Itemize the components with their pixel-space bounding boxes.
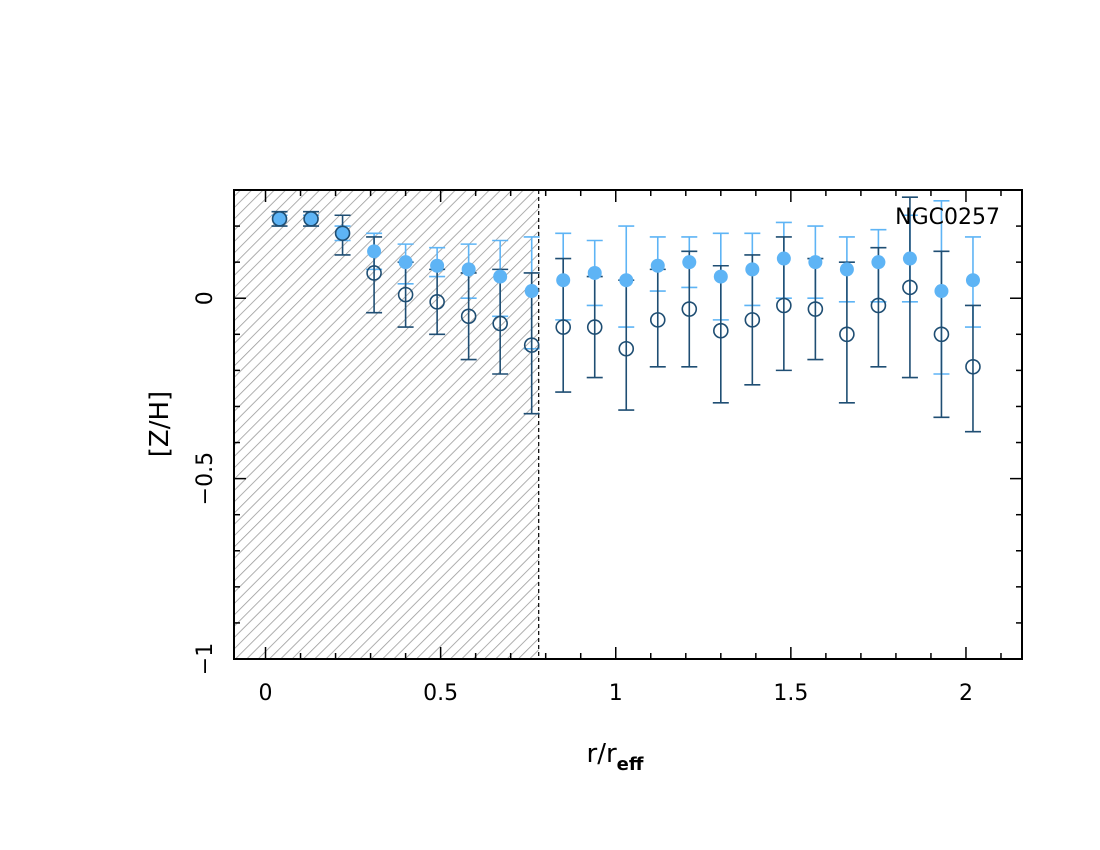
filled-data-point (713, 269, 728, 284)
x-tick-label: 0 (259, 681, 273, 706)
filled-data-point (902, 251, 917, 266)
open-data-point (807, 301, 824, 317)
open-data-point (649, 312, 666, 328)
filled-data-point (619, 273, 634, 288)
error-bar (964, 304, 981, 433)
error-bar (838, 261, 855, 404)
open-data-point (839, 326, 855, 343)
filled-data-point (776, 251, 791, 266)
open-data-point (744, 312, 761, 328)
error-bar (744, 254, 761, 386)
x-axis-title: r/reff (587, 739, 644, 775)
filled-data-point (304, 211, 319, 226)
x-tick-label: 1.5 (773, 681, 808, 706)
open-data-point (429, 294, 445, 310)
filled-data-point (493, 269, 508, 284)
open-data-point (902, 279, 918, 296)
plot-frame (233, 189, 1023, 660)
open-data-point (366, 265, 382, 281)
annotation-label: NGC0257 (895, 205, 1000, 230)
open-data-point (303, 211, 319, 227)
shaded-region-layer (234, 190, 540, 659)
error-bar (901, 196, 918, 379)
open-data-point (713, 322, 729, 339)
open-data-point (870, 297, 887, 314)
error-bar (712, 264, 729, 404)
error-bar (933, 250, 950, 419)
x-tick-label: 0.5 (423, 681, 458, 706)
error-bar (586, 275, 603, 379)
filled-data-point (808, 255, 823, 270)
error-bar (492, 268, 509, 375)
filled-data-point (556, 273, 571, 288)
filled-data-point (335, 226, 350, 241)
filled-data-point (965, 273, 980, 288)
open-data-point (492, 315, 508, 332)
open-data-point (933, 326, 950, 343)
open-data-point (586, 319, 603, 335)
ticks-layer: 0 0.5 1 1.5 2 −1 −0.5 0 (193, 189, 1022, 706)
open-data-point (271, 211, 288, 227)
filled-data-point (682, 255, 697, 270)
filled-data-point (839, 262, 854, 277)
open-data-point (965, 358, 981, 375)
y-tick-label: 0 (193, 291, 218, 305)
open-data-point (397, 286, 414, 303)
x-tick-label: 2 (959, 681, 973, 706)
y-axis-title: [Z/H] (145, 391, 175, 457)
error-bar (649, 268, 666, 368)
error-bar (681, 250, 698, 368)
open-data-point (523, 337, 540, 353)
filled-data-point (524, 284, 539, 299)
open-data-point (334, 225, 351, 242)
open-data-point (618, 340, 635, 357)
open-data-point (555, 319, 572, 335)
filled-data-point (398, 255, 413, 270)
filled-data-point (367, 244, 382, 259)
filled-data-point (430, 258, 445, 273)
x-axis-title-main: r/r (587, 739, 617, 769)
data-points-layer (271, 211, 981, 375)
filled-data-point (871, 255, 886, 270)
filled-data-point (650, 258, 665, 273)
x-tick-label: 1 (609, 681, 623, 706)
hatched-region (234, 190, 539, 659)
open-data-point (776, 297, 792, 314)
filled-data-point (745, 262, 760, 277)
y-tick-label: −0.5 (193, 452, 218, 505)
open-data-point (681, 301, 698, 317)
filled-data-point (934, 284, 949, 299)
error-bars-layer (271, 196, 981, 433)
y-tick-label: −1 (193, 643, 218, 675)
error-bar (807, 257, 824, 361)
x-axis-title-subscript: eff (617, 754, 644, 775)
filled-data-point (461, 262, 476, 277)
open-data-point (460, 308, 477, 325)
filled-data-point (272, 211, 287, 226)
filled-data-point (587, 265, 602, 280)
